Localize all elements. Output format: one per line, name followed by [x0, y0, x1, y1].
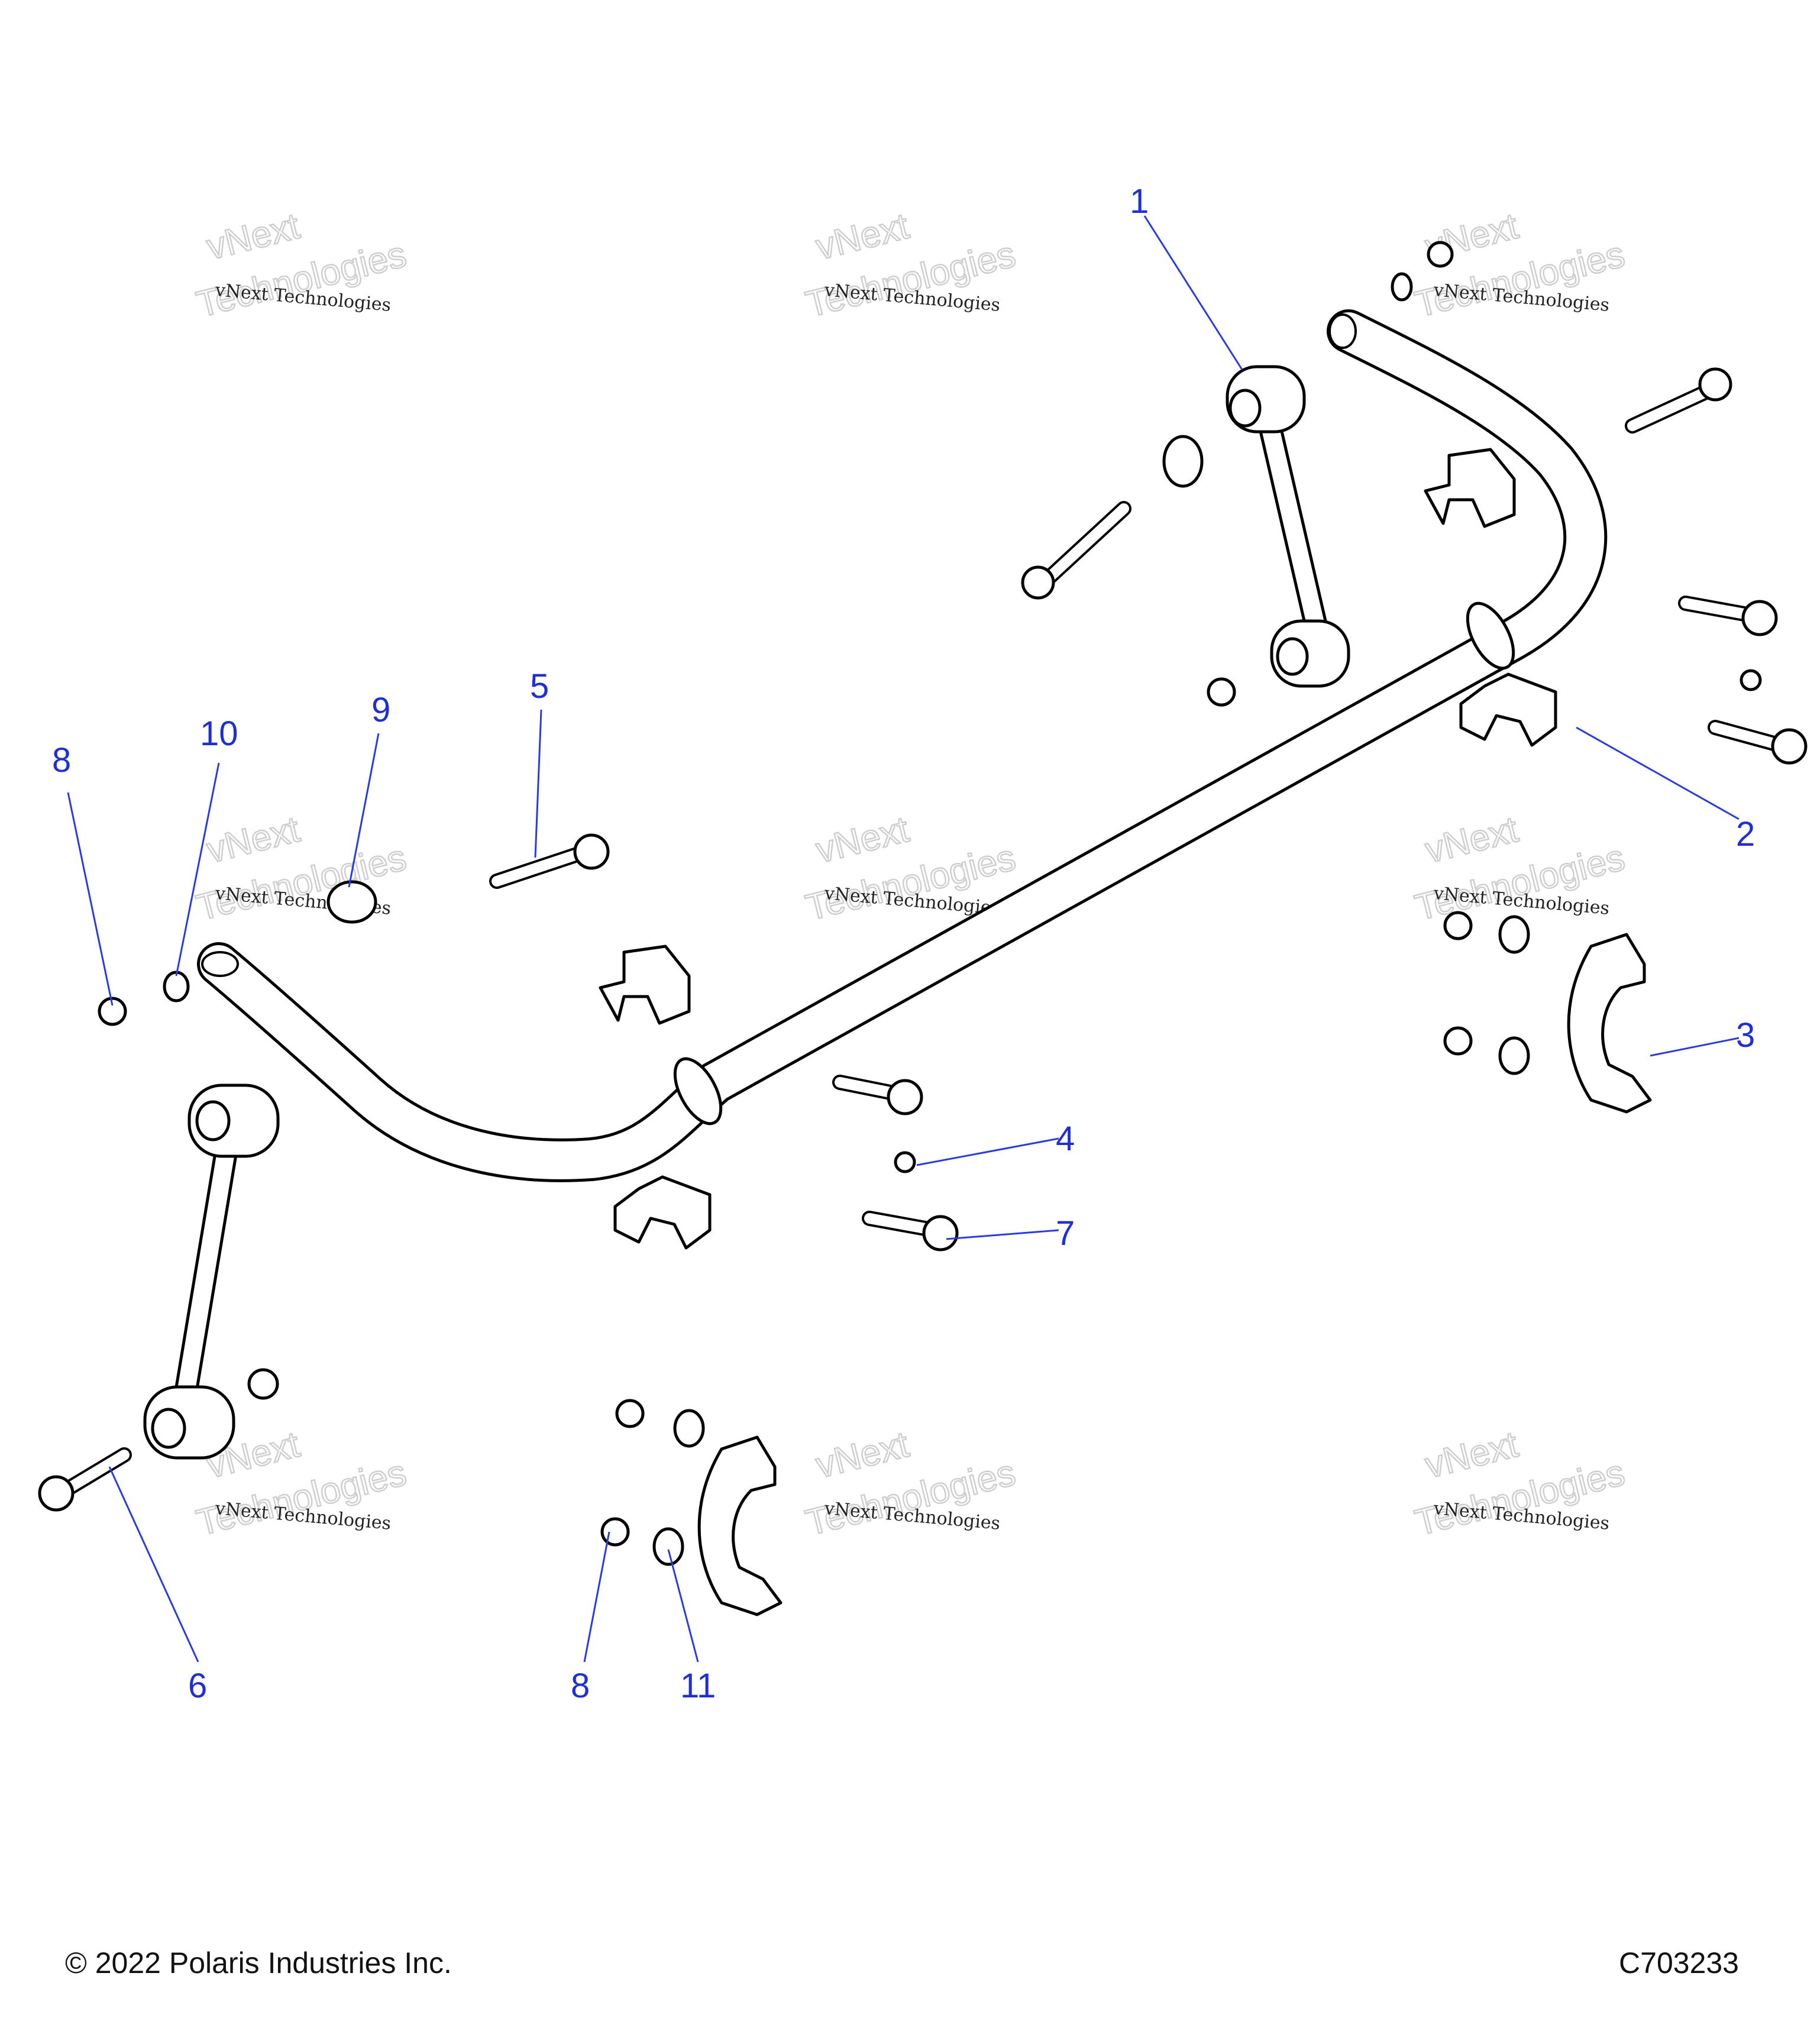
callouts: 1 2 3 4 5 6 7 8 10 9 8 11: [52, 182, 1755, 1705]
callout-5: 5: [530, 667, 549, 706]
callout-3: 3: [1736, 1016, 1755, 1055]
svg-text:vNext: vNext: [1421, 809, 1522, 871]
watermark: vNext Technologies vNext Technologies: [1410, 1423, 1629, 1544]
bushings: [599, 448, 1557, 1250]
watermark: vNext Technologies vNext Technologies: [192, 205, 410, 326]
svg-text:vNext: vNext: [812, 206, 913, 268]
end-link-right: [1226, 365, 1350, 688]
callout-1: 1: [1130, 182, 1149, 221]
callout-7: 7: [1056, 1214, 1075, 1253]
callout-4: 4: [1056, 1120, 1075, 1158]
svg-text:vNext: vNext: [812, 809, 913, 871]
callout-10: 10: [200, 714, 238, 753]
callout-8-left: 8: [52, 741, 71, 780]
callout-6: 6: [188, 1667, 207, 1705]
bolts: [38, 367, 1808, 1512]
callout-8-bottom: 8: [571, 1667, 590, 1705]
callout-11: 11: [680, 1667, 716, 1705]
svg-text:vNext: vNext: [1421, 1424, 1522, 1486]
copyright-notice: © 2022 Polaris Industries Inc.: [65, 1946, 452, 1980]
watermark: vNext Technologies vNext Technologies: [192, 808, 410, 929]
leader-lines: [67, 215, 1740, 1663]
svg-text:vNext: vNext: [203, 206, 303, 268]
watermark: vNext Technologies vNext Technologies: [801, 1423, 1020, 1544]
clamps: [697, 933, 1652, 1616]
drawing-id: C703233: [1619, 1946, 1739, 1980]
callout-9: 9: [371, 691, 390, 729]
svg-text:vNext: vNext: [812, 1424, 913, 1486]
svg-text:vNext: vNext: [203, 809, 303, 871]
nuts-washers-fittings: [98, 241, 1762, 1566]
watermarks: vNext Technologies vNext Technologies vN…: [192, 205, 1629, 1544]
watermark: vNext Technologies vNext Technologies: [801, 205, 1020, 326]
stabilizer-bar: [197, 309, 1608, 1182]
watermark: vNext Technologies vNext Technologies: [1410, 808, 1629, 929]
callout-2: 2: [1736, 815, 1755, 853]
end-link-left: [143, 1084, 280, 1460]
